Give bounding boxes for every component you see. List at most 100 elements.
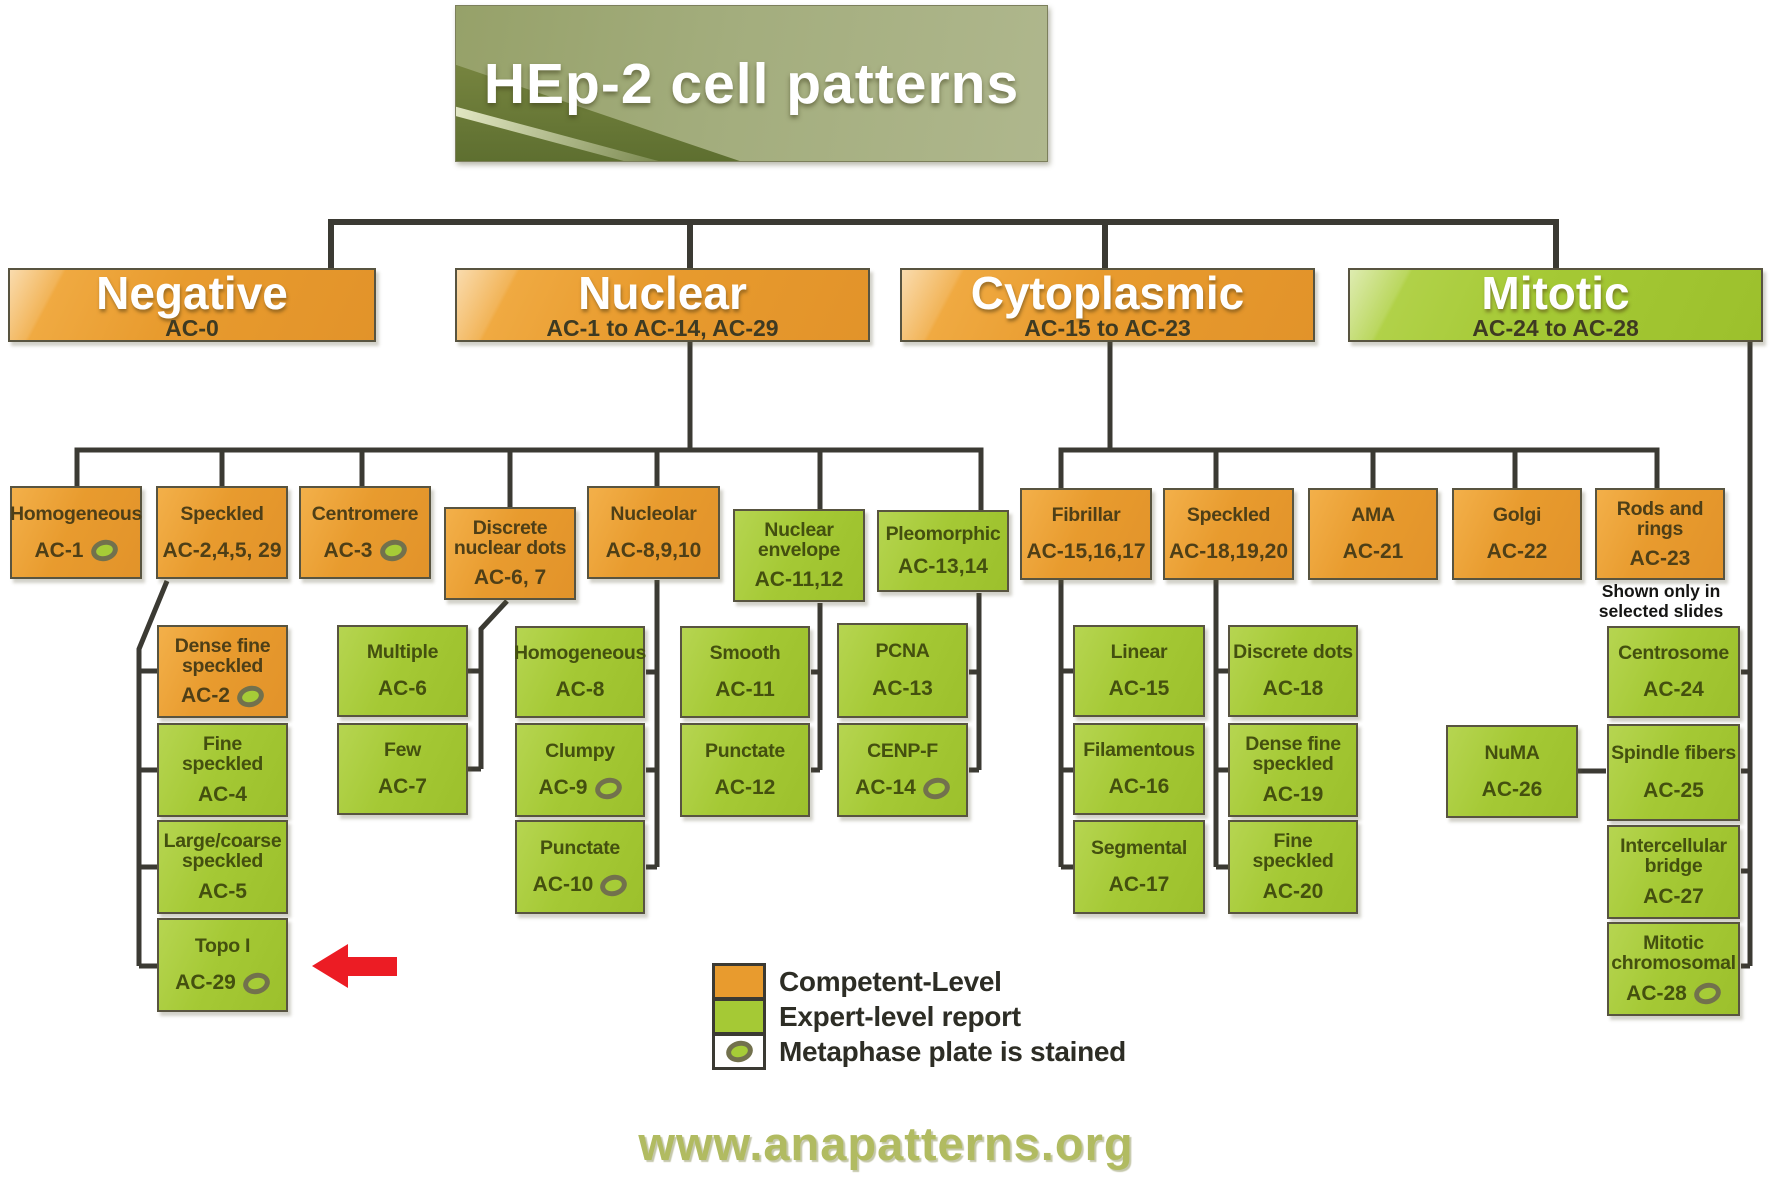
node-label: Discrete nuclear dots	[453, 517, 567, 560]
node-ama-ac21: AMA AC-21	[1308, 488, 1438, 580]
node-sub: AC-15,16,17	[1026, 539, 1146, 563]
node-sub: AC-11,12	[754, 568, 844, 592]
node-label: Centrosome	[1618, 642, 1729, 665]
node-pcna-ac13: PCNA AC-13	[837, 623, 968, 718]
node-sub: AC-2	[181, 682, 267, 710]
node-multiple-ac6: Multiple AC-6	[337, 625, 468, 717]
node-sub: AC-5	[197, 879, 247, 903]
node-sub: AC-27	[1643, 884, 1704, 908]
node-fine-speckled-ac20: Fine speckled AC-20	[1228, 820, 1358, 914]
node-centromere-ac3: Centromere AC-3	[299, 486, 431, 579]
node-sub: AC-28	[1626, 980, 1723, 1008]
legend-label: Expert-level report	[779, 1000, 1021, 1032]
website-url: www.anapatterns.org	[638, 1117, 1134, 1170]
node-sub: AC-21	[1342, 539, 1404, 563]
node-label: Fine speckled	[1252, 830, 1334, 873]
node-sub: AC-24 to AC-28	[1472, 315, 1639, 342]
legend-row-competent: Competent-Level	[712, 963, 1126, 1000]
node-pleomorphic: Pleomorphic AC-13,14	[877, 510, 1009, 592]
node-label: Dense fine speckled	[1245, 733, 1341, 776]
node-sub: AC-19	[1262, 782, 1324, 806]
node-label: Speckled	[1186, 504, 1271, 527]
node-sub: AC-26	[1481, 777, 1543, 801]
node-sub: AC-13,14	[898, 555, 988, 579]
node-label: Linear	[1110, 641, 1168, 664]
node-punctate-ac12: Punctate AC-12	[680, 723, 810, 817]
node-nuclear-envelope: Nuclear envelope AC-11,12	[733, 509, 865, 602]
node-smooth-ac11: Smooth AC-11	[680, 626, 810, 718]
metaphase-plate-icon	[234, 682, 267, 710]
page-title: HEp-2 cell patterns	[483, 51, 1020, 116]
legend-label: Metaphase plate is stained	[779, 1035, 1126, 1067]
metaphase-plate-icon	[88, 536, 120, 564]
node-intercellular-bridge-ac27: Intercellular bridge AC-27	[1607, 825, 1740, 919]
node-few-ac7: Few AC-7	[337, 723, 468, 815]
node-large-coarse-speckled-ac5: Large/coarse speckled AC-5	[157, 820, 288, 914]
node-label: Golgi	[1492, 504, 1542, 527]
node-negative: Negative AC-0	[8, 268, 376, 342]
node-sub: AC-17	[1108, 873, 1170, 897]
node-golgi-ac22: Golgi AC-22	[1452, 488, 1582, 580]
node-sub: AC-1 to AC-14, AC-29	[546, 315, 779, 342]
node-linear-ac15: Linear AC-15	[1073, 625, 1205, 717]
node-mitotic-chromosomal-ac28: Mitotic chromosomal AC-28	[1607, 922, 1740, 1016]
node-label: Fibrillar	[1051, 504, 1121, 527]
node-filamentous-ac16: Filamentous AC-16	[1073, 723, 1205, 815]
node-segmental-ac17: Segmental AC-17	[1073, 820, 1205, 914]
diagram-title-banner: HEp-2 cell patterns	[455, 5, 1048, 162]
node-label: Nuclear envelope	[757, 519, 841, 562]
node-label: AMA	[1351, 504, 1395, 527]
node-sub: AC-23	[1629, 546, 1691, 570]
node-label: PCNA	[875, 640, 930, 663]
node-label: Homogeneous	[9, 502, 143, 525]
red-arrow-icon	[312, 944, 397, 988]
node-label: Mitotic	[1481, 267, 1630, 319]
node-label: Large/coarse speckled	[163, 830, 282, 873]
node-label: Topo I	[194, 935, 251, 958]
node-sub: AC-3	[323, 536, 409, 564]
metaphase-swatch	[712, 1033, 766, 1070]
node-label: Dense fine speckled	[174, 635, 271, 678]
node-label: Rods and rings	[1616, 497, 1704, 540]
node-sub: AC-15 to AC-23	[1024, 315, 1191, 342]
node-label: Discrete dots	[1233, 641, 1353, 664]
node-label: Punctate	[705, 740, 785, 763]
node-sub: AC-13	[872, 676, 933, 700]
node-label: Nuclear	[578, 267, 747, 319]
node-discrete-dots-ac18: Discrete dots AC-18	[1228, 625, 1358, 717]
node-label: Speckled	[180, 502, 264, 525]
node-label: Fine speckled	[181, 733, 264, 776]
node-speckled-cytoplasmic: Speckled AC-18,19,20	[1163, 488, 1294, 580]
node-sub: AC-0	[165, 315, 219, 342]
node-sub: AC-29	[175, 969, 272, 997]
node-label: Cytoplasmic	[970, 267, 1245, 319]
node-label: Mitotic chromosomal	[1611, 932, 1736, 975]
legend-row-metaphase: Metaphase plate is stained	[712, 1033, 1126, 1070]
node-homogeneous-ac8: Homogeneous AC-8	[514, 626, 646, 718]
competent-level-swatch	[712, 963, 766, 1000]
node-topo-i-ac29: Topo I AC-29	[157, 918, 288, 1012]
metaphase-plate-icon	[1691, 980, 1723, 1008]
node-rods-and-rings-ac23: Rods and rings AC-23	[1595, 488, 1725, 580]
node-dense-fine-speckled-ac19: Dense fine speckled AC-19	[1228, 723, 1358, 817]
node-label: Pleomorphic	[885, 523, 1001, 546]
metaphase-plate-icon	[592, 774, 624, 802]
node-label: Spindle fibers	[1611, 742, 1736, 765]
node-sub: AC-14	[855, 774, 952, 802]
node-sub: AC-4	[197, 782, 247, 806]
legend: Competent-Level Expert-level report Meta…	[712, 963, 1126, 1070]
node-label: CENP-F	[867, 740, 938, 763]
node-label: NuMA	[1484, 741, 1540, 764]
node-nucleolar-group: Nucleolar AC-8,9,10	[587, 486, 720, 579]
node-label: Segmental	[1091, 837, 1187, 860]
node-discrete-nuclear-dots: Discrete nuclear dots AC-6, 7	[444, 507, 576, 600]
node-sub: AC-18	[1262, 676, 1324, 700]
node-sub: AC-12	[714, 776, 776, 800]
node-sub: AC-15	[1108, 676, 1170, 700]
node-punctate-ac10: Punctate AC-10	[515, 820, 645, 914]
metaphase-plate-icon	[240, 969, 272, 997]
metaphase-plate-icon	[920, 774, 952, 802]
metaphase-plate-icon	[598, 871, 630, 899]
